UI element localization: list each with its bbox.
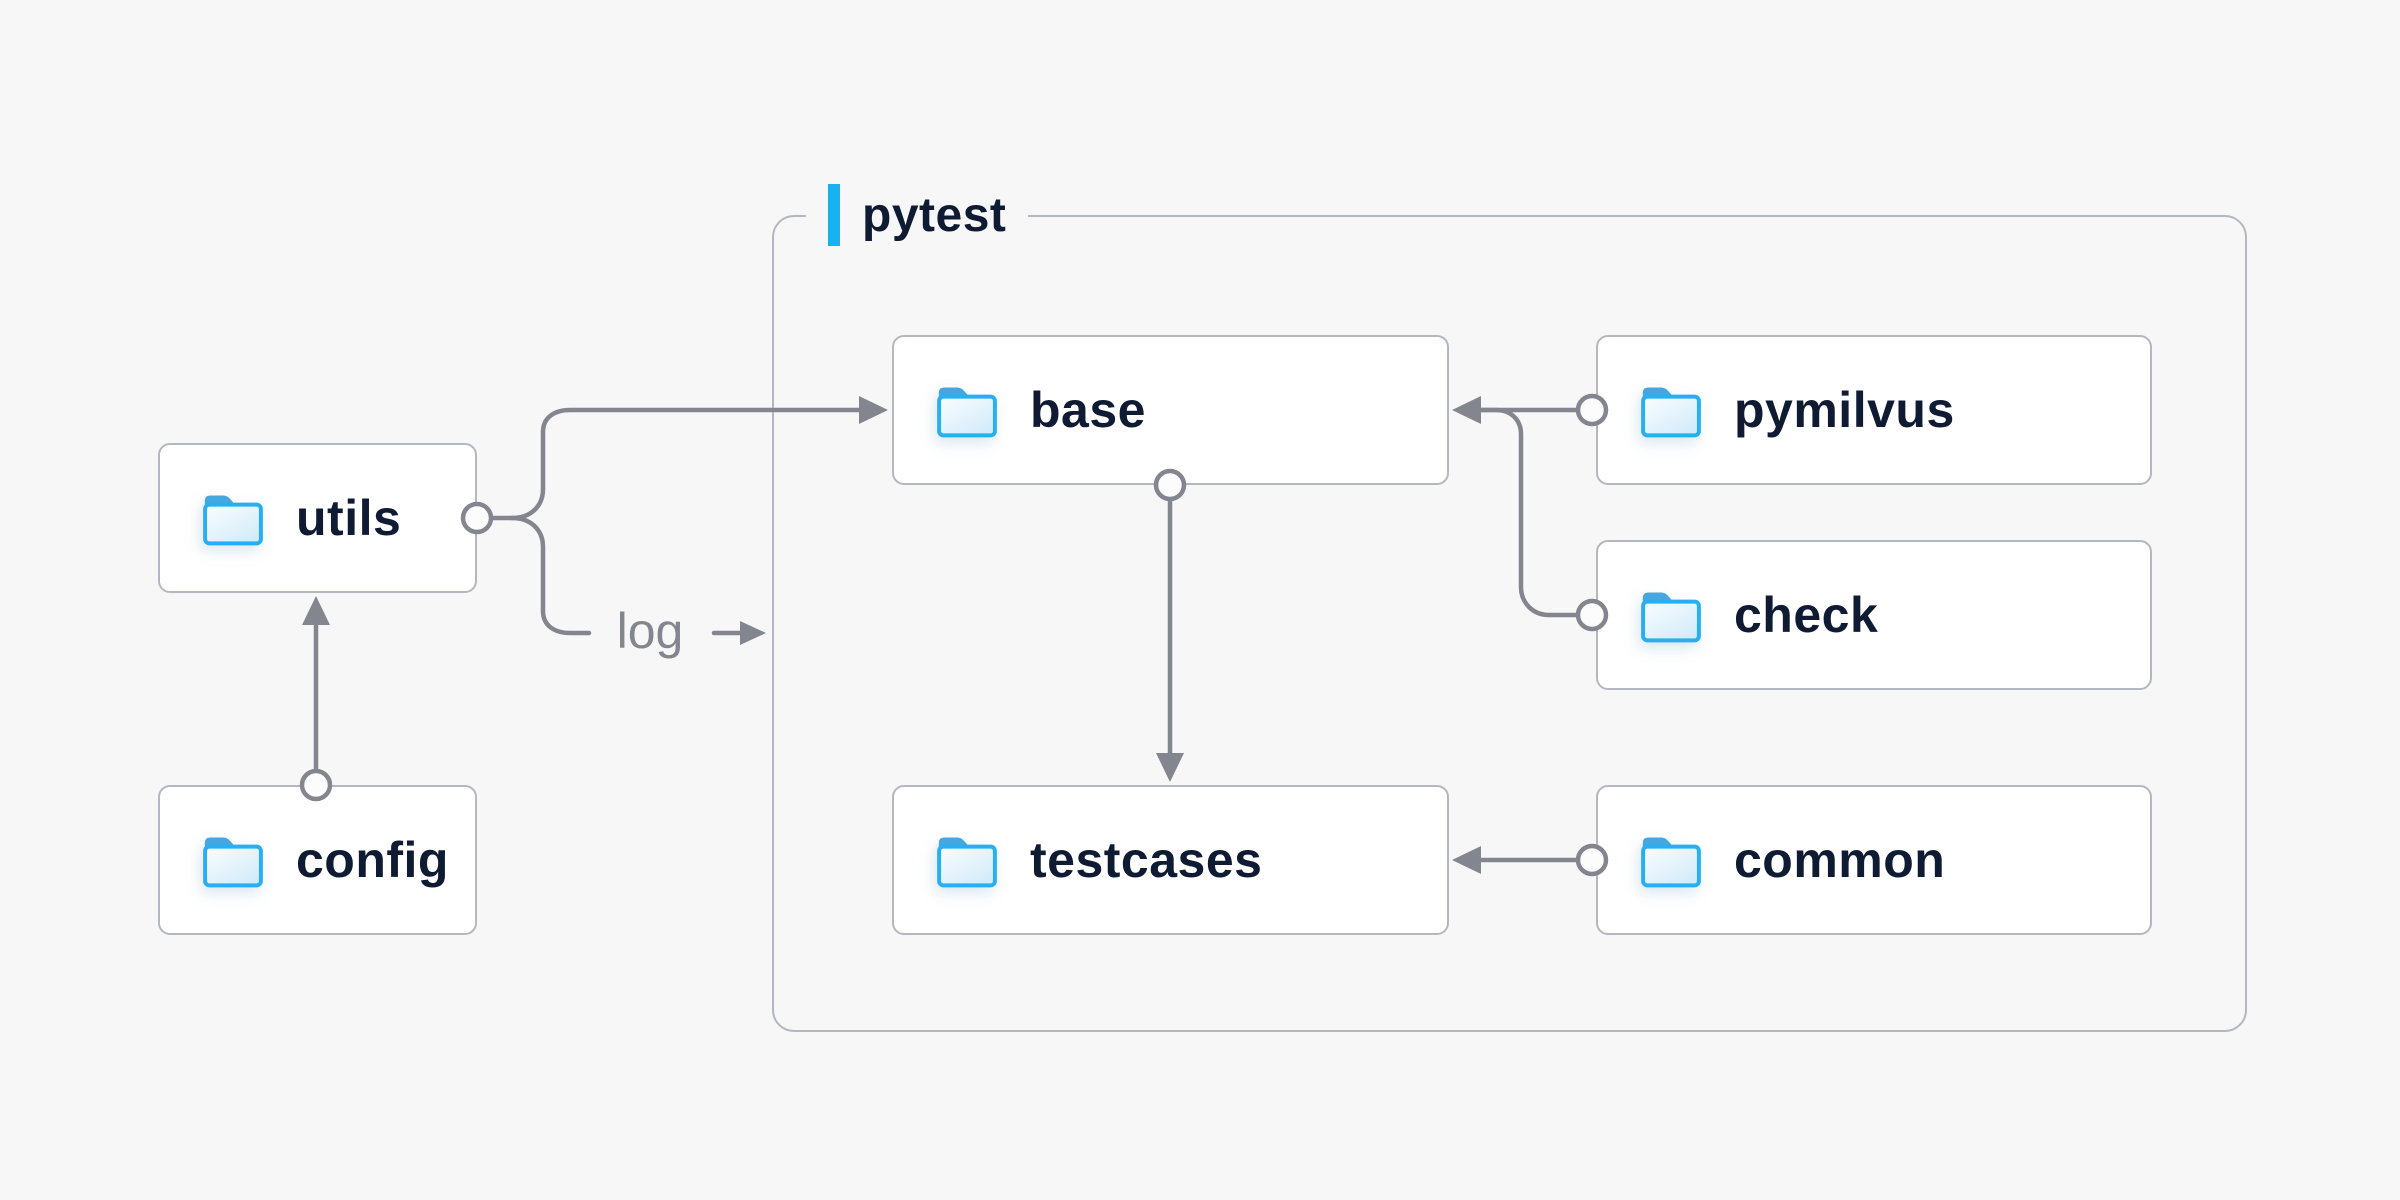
node-base: base <box>892 335 1449 485</box>
node-common: common <box>1596 785 2152 935</box>
node-label: base <box>1030 382 1146 438</box>
pytest-group-title: pytest <box>862 188 1007 242</box>
node-utils: utils <box>158 443 477 593</box>
folder-icon <box>203 495 263 546</box>
node-label: utils <box>296 490 402 546</box>
node-testcases: testcases <box>892 785 1449 935</box>
accent-bar <box>828 184 840 246</box>
edge-label-log: log <box>600 602 700 660</box>
folder-icon <box>1641 387 1701 438</box>
pytest-group-label: pytest <box>806 184 1029 246</box>
edge-utils-log <box>509 515 592 636</box>
node-label: config <box>296 832 449 888</box>
arrowhead-log <box>740 621 766 645</box>
arrowhead-config-utils <box>302 596 330 625</box>
pytest-group-container <box>772 215 2247 1032</box>
node-pymilvus: pymilvus <box>1596 335 2152 485</box>
node-config: config <box>158 785 477 935</box>
folder-icon <box>937 837 997 888</box>
node-label: check <box>1734 587 1879 643</box>
folder-icon <box>1641 837 1701 888</box>
node-label: pymilvus <box>1734 382 1955 438</box>
node-label: common <box>1734 832 1946 888</box>
folder-icon <box>1641 592 1701 643</box>
node-label: testcases <box>1030 832 1263 888</box>
folder-icon <box>937 387 997 438</box>
folder-icon <box>203 837 263 888</box>
node-check: check <box>1596 540 2152 690</box>
